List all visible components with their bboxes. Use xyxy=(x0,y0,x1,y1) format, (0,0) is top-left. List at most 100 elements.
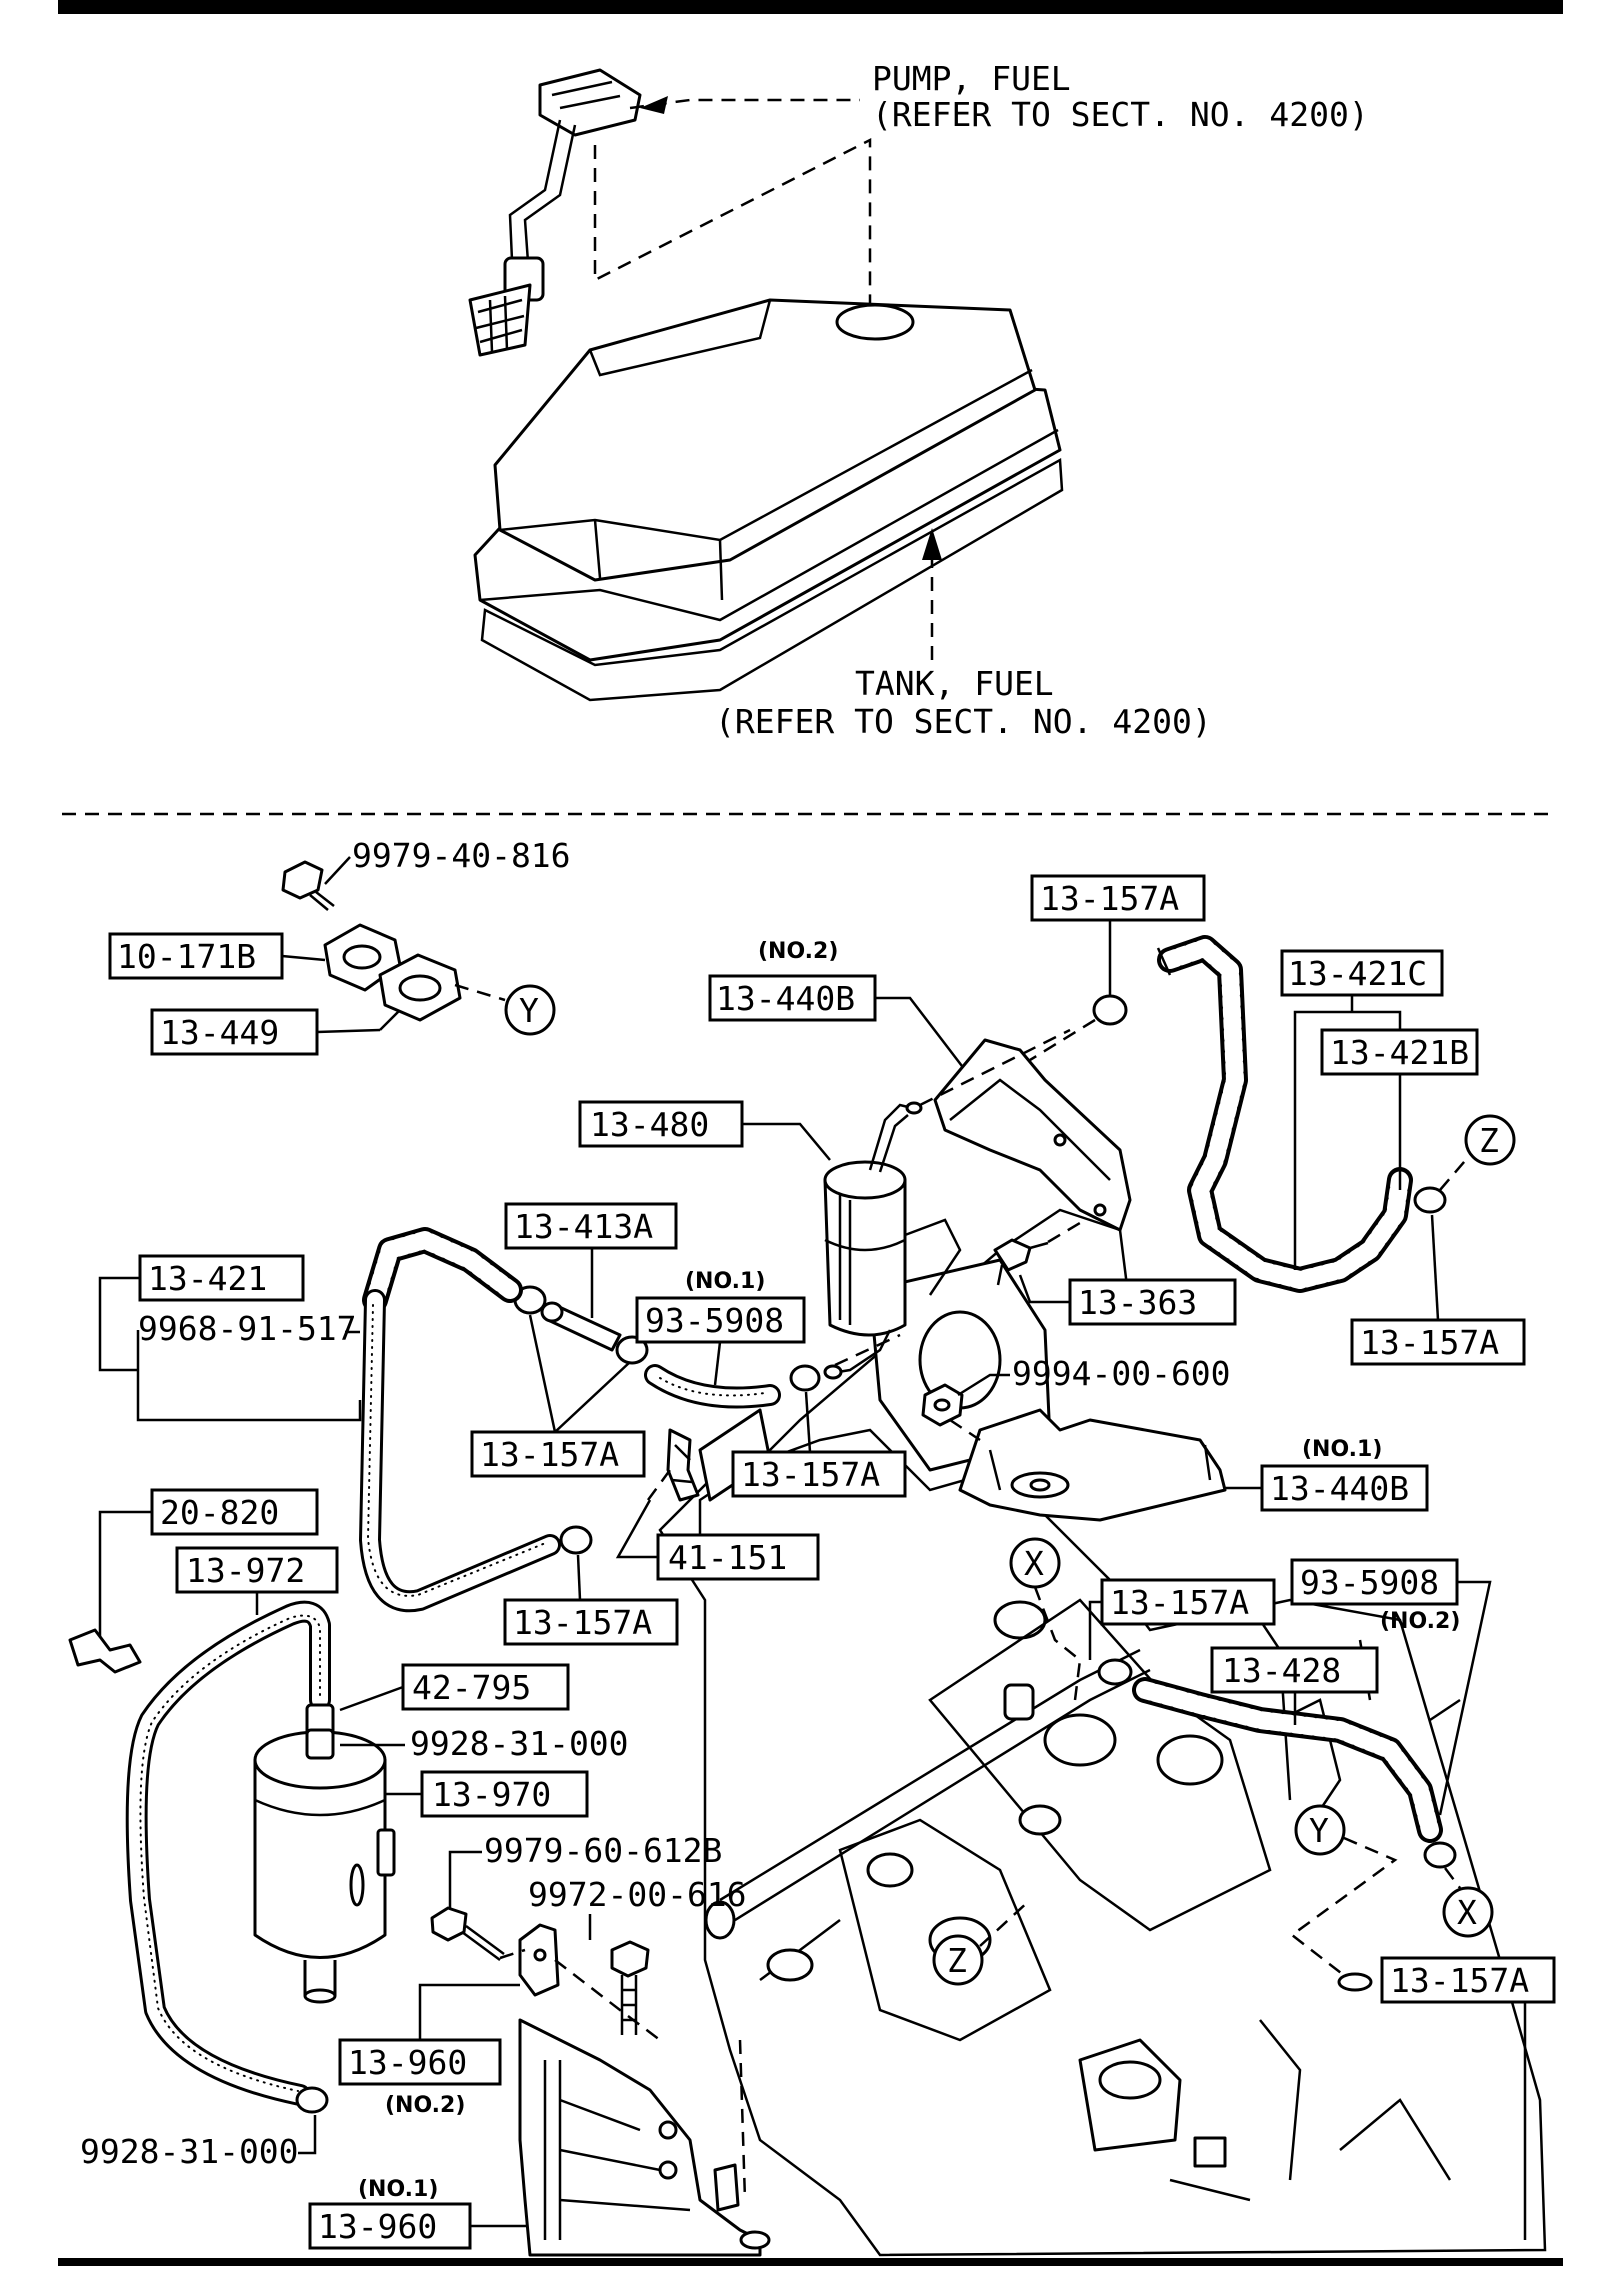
clamp-13-428 xyxy=(1097,1658,1133,1686)
bracket-13-421 xyxy=(98,1276,360,1372)
box-13-480 xyxy=(578,1100,744,1148)
leader-13-157A-left xyxy=(528,1314,631,1433)
box-13-970 xyxy=(420,1770,589,1818)
clamp-z xyxy=(1413,1186,1447,1214)
tank-arrow xyxy=(922,528,942,560)
pump-arrow xyxy=(640,96,668,114)
pump-label-line1: PUMP, FUEL xyxy=(872,59,1071,98)
dash-13-960-no2 xyxy=(499,1948,661,2041)
nut-9994-00-600 xyxy=(921,1383,964,1427)
dash-bracket-right xyxy=(738,2039,747,2201)
leader-9968-91-517 xyxy=(136,1370,362,1422)
marker-x-right: X xyxy=(1442,1886,1494,1938)
fitting-13-363 xyxy=(993,1238,1049,1286)
dash-41-151 xyxy=(646,1469,672,1501)
label-9928-31-000-top: 9928-31-000 xyxy=(410,1724,629,1763)
note-no1-960: (NO.1) xyxy=(358,2177,438,2202)
hose-13-421 xyxy=(359,1227,561,1613)
bracket-13-440B-no2 xyxy=(933,1038,1132,1232)
box-13-440B-no1 xyxy=(1260,1464,1429,1512)
intake-pipe xyxy=(704,1648,1151,1982)
box-13-449 xyxy=(150,1008,319,1056)
label-9994-00-600: 9994-00-600 xyxy=(1012,1354,1231,1393)
label-13-428: 13-428 xyxy=(1222,1651,1341,1690)
leader-20-820 xyxy=(98,1510,152,1640)
label-13-440B-no1: 13-440B xyxy=(1270,1469,1409,1508)
dash-y-mid xyxy=(1289,1836,1398,1981)
box-13-972 xyxy=(175,1546,339,1594)
svg-text:X: X xyxy=(1024,1544,1044,1583)
clamp-9928-31-000 xyxy=(295,2086,329,2114)
dash-canister-top xyxy=(919,1028,1071,1107)
leader-93-5908-no1 xyxy=(713,1341,722,1386)
label-13-157A-left: 13-157A xyxy=(480,1435,619,1474)
label-13-421B: 13-421B xyxy=(1330,1033,1469,1072)
canister-13-480 xyxy=(823,1101,962,1380)
pump-label-line2: (REFER TO SECT. NO. 4200) xyxy=(872,95,1369,134)
marker-y-mid: Y xyxy=(1294,1804,1346,1856)
bolt-9972-00-616 xyxy=(610,1940,650,2035)
label-13-440B-no2: 13-440B xyxy=(716,979,855,1018)
label-42-795: 42-795 xyxy=(412,1668,531,1707)
bottom-border xyxy=(58,2258,1563,2266)
box-13-421C xyxy=(1280,949,1444,997)
clamp-x xyxy=(1423,1841,1457,1869)
svg-text:Z: Z xyxy=(1479,1121,1499,1160)
label-13-413A: 13-413A xyxy=(514,1207,653,1246)
note-no2-960: (NO.2) xyxy=(385,2093,465,2118)
port-y xyxy=(1337,1972,1373,1992)
label-13-421C: 13-421C xyxy=(1288,954,1427,993)
box-13-440B-no2 xyxy=(708,974,877,1022)
leader-9928-31-000-bottom xyxy=(298,2115,317,2155)
dash-to-z xyxy=(1439,1154,1471,1191)
label-13-960-no2: 13-960 xyxy=(348,2043,467,2082)
leader-13-960-no2 xyxy=(418,1983,520,2040)
bolt-9979-60-612B xyxy=(430,1906,505,1962)
fuel-pump xyxy=(468,68,642,357)
leader-9979-40-816 xyxy=(324,856,351,885)
leader-10-171B xyxy=(281,954,326,962)
dash-13-363 xyxy=(1047,1218,1086,1244)
note-no1-hose: (NO.1) xyxy=(685,1269,765,1294)
label-13-157A-right: 13-157A xyxy=(1360,1323,1499,1362)
clamp-mid xyxy=(789,1364,821,1392)
dash-z-mid xyxy=(979,1899,1031,1947)
leader-93-5908-no2 xyxy=(1438,1580,1492,1816)
label-13-972: 13-972 xyxy=(186,1551,305,1590)
label-20-820: 20-820 xyxy=(160,1493,279,1532)
leader-13-449-tail xyxy=(379,1009,401,1031)
bracket-13-960-no2 xyxy=(518,1923,560,1997)
box-13-157A-top xyxy=(1030,874,1206,922)
svg-text:Y: Y xyxy=(1309,1811,1329,1850)
pump-install-path xyxy=(593,137,872,320)
hose-13-421C xyxy=(1156,935,1413,1293)
leader-13-363 xyxy=(1018,1274,1070,1304)
box-13-157A-x xyxy=(1100,1578,1276,1626)
marker-x-mid: X xyxy=(1009,1537,1061,1589)
marker-y-top: Y xyxy=(504,984,556,1036)
tank-label-line1: TANK, FUEL xyxy=(855,664,1054,703)
svg-text:X: X xyxy=(1457,1893,1477,1932)
box-13-428 xyxy=(1210,1646,1379,1694)
label-93-5908-no1: 93-5908 xyxy=(645,1301,784,1340)
box-20-820 xyxy=(150,1488,319,1536)
bracket-13-440B-no1 xyxy=(958,1408,1227,1522)
engine-block xyxy=(658,1208,1547,2257)
svg-text:Y: Y xyxy=(519,991,539,1030)
label-13-157A-low: 13-157A xyxy=(513,1603,652,1642)
bracket-13-960-no1 xyxy=(518,2018,771,2257)
leader-13-440B-no2 xyxy=(875,996,966,1071)
svg-text:Z: Z xyxy=(947,1941,967,1980)
leader-42-795 xyxy=(339,1685,404,1712)
dash-x-mid xyxy=(1033,1586,1082,1701)
pump-leader xyxy=(629,98,860,110)
top-border xyxy=(58,0,1563,14)
dash-canister-bottom xyxy=(834,1333,901,1367)
bolt-9979-40-816 xyxy=(281,860,335,911)
leader-9994-00-600 xyxy=(957,1373,1010,1397)
label-93-5908-no2: 93-5908 xyxy=(1300,1563,1439,1602)
leader-13-421C xyxy=(1293,995,1402,1270)
clip-41-151 xyxy=(666,1428,700,1502)
box-13-157A-bottom xyxy=(1380,1956,1556,2004)
